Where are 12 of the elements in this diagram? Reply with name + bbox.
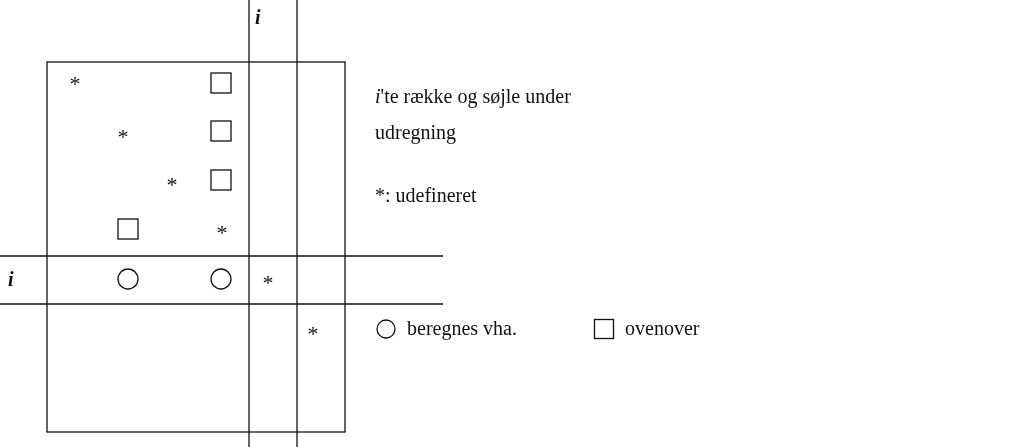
asterisk-mark: * — [166, 175, 178, 195]
asterisk-mark: * — [262, 273, 274, 293]
note-text: i'te række og søjle under udregning — [375, 84, 572, 146]
index-label: i — [255, 6, 261, 29]
asterisk-mark: * — [117, 127, 129, 147]
asterisk-mark: * — [307, 324, 319, 344]
index-label: i — [8, 268, 14, 291]
legend-text: beregnes vha. — [407, 317, 517, 340]
asterisk-mark: * — [69, 74, 81, 94]
asterisk-mark: * — [216, 223, 228, 243]
legend-text: ovenover — [625, 317, 700, 340]
note-text: *: udefineret — [375, 184, 477, 207]
